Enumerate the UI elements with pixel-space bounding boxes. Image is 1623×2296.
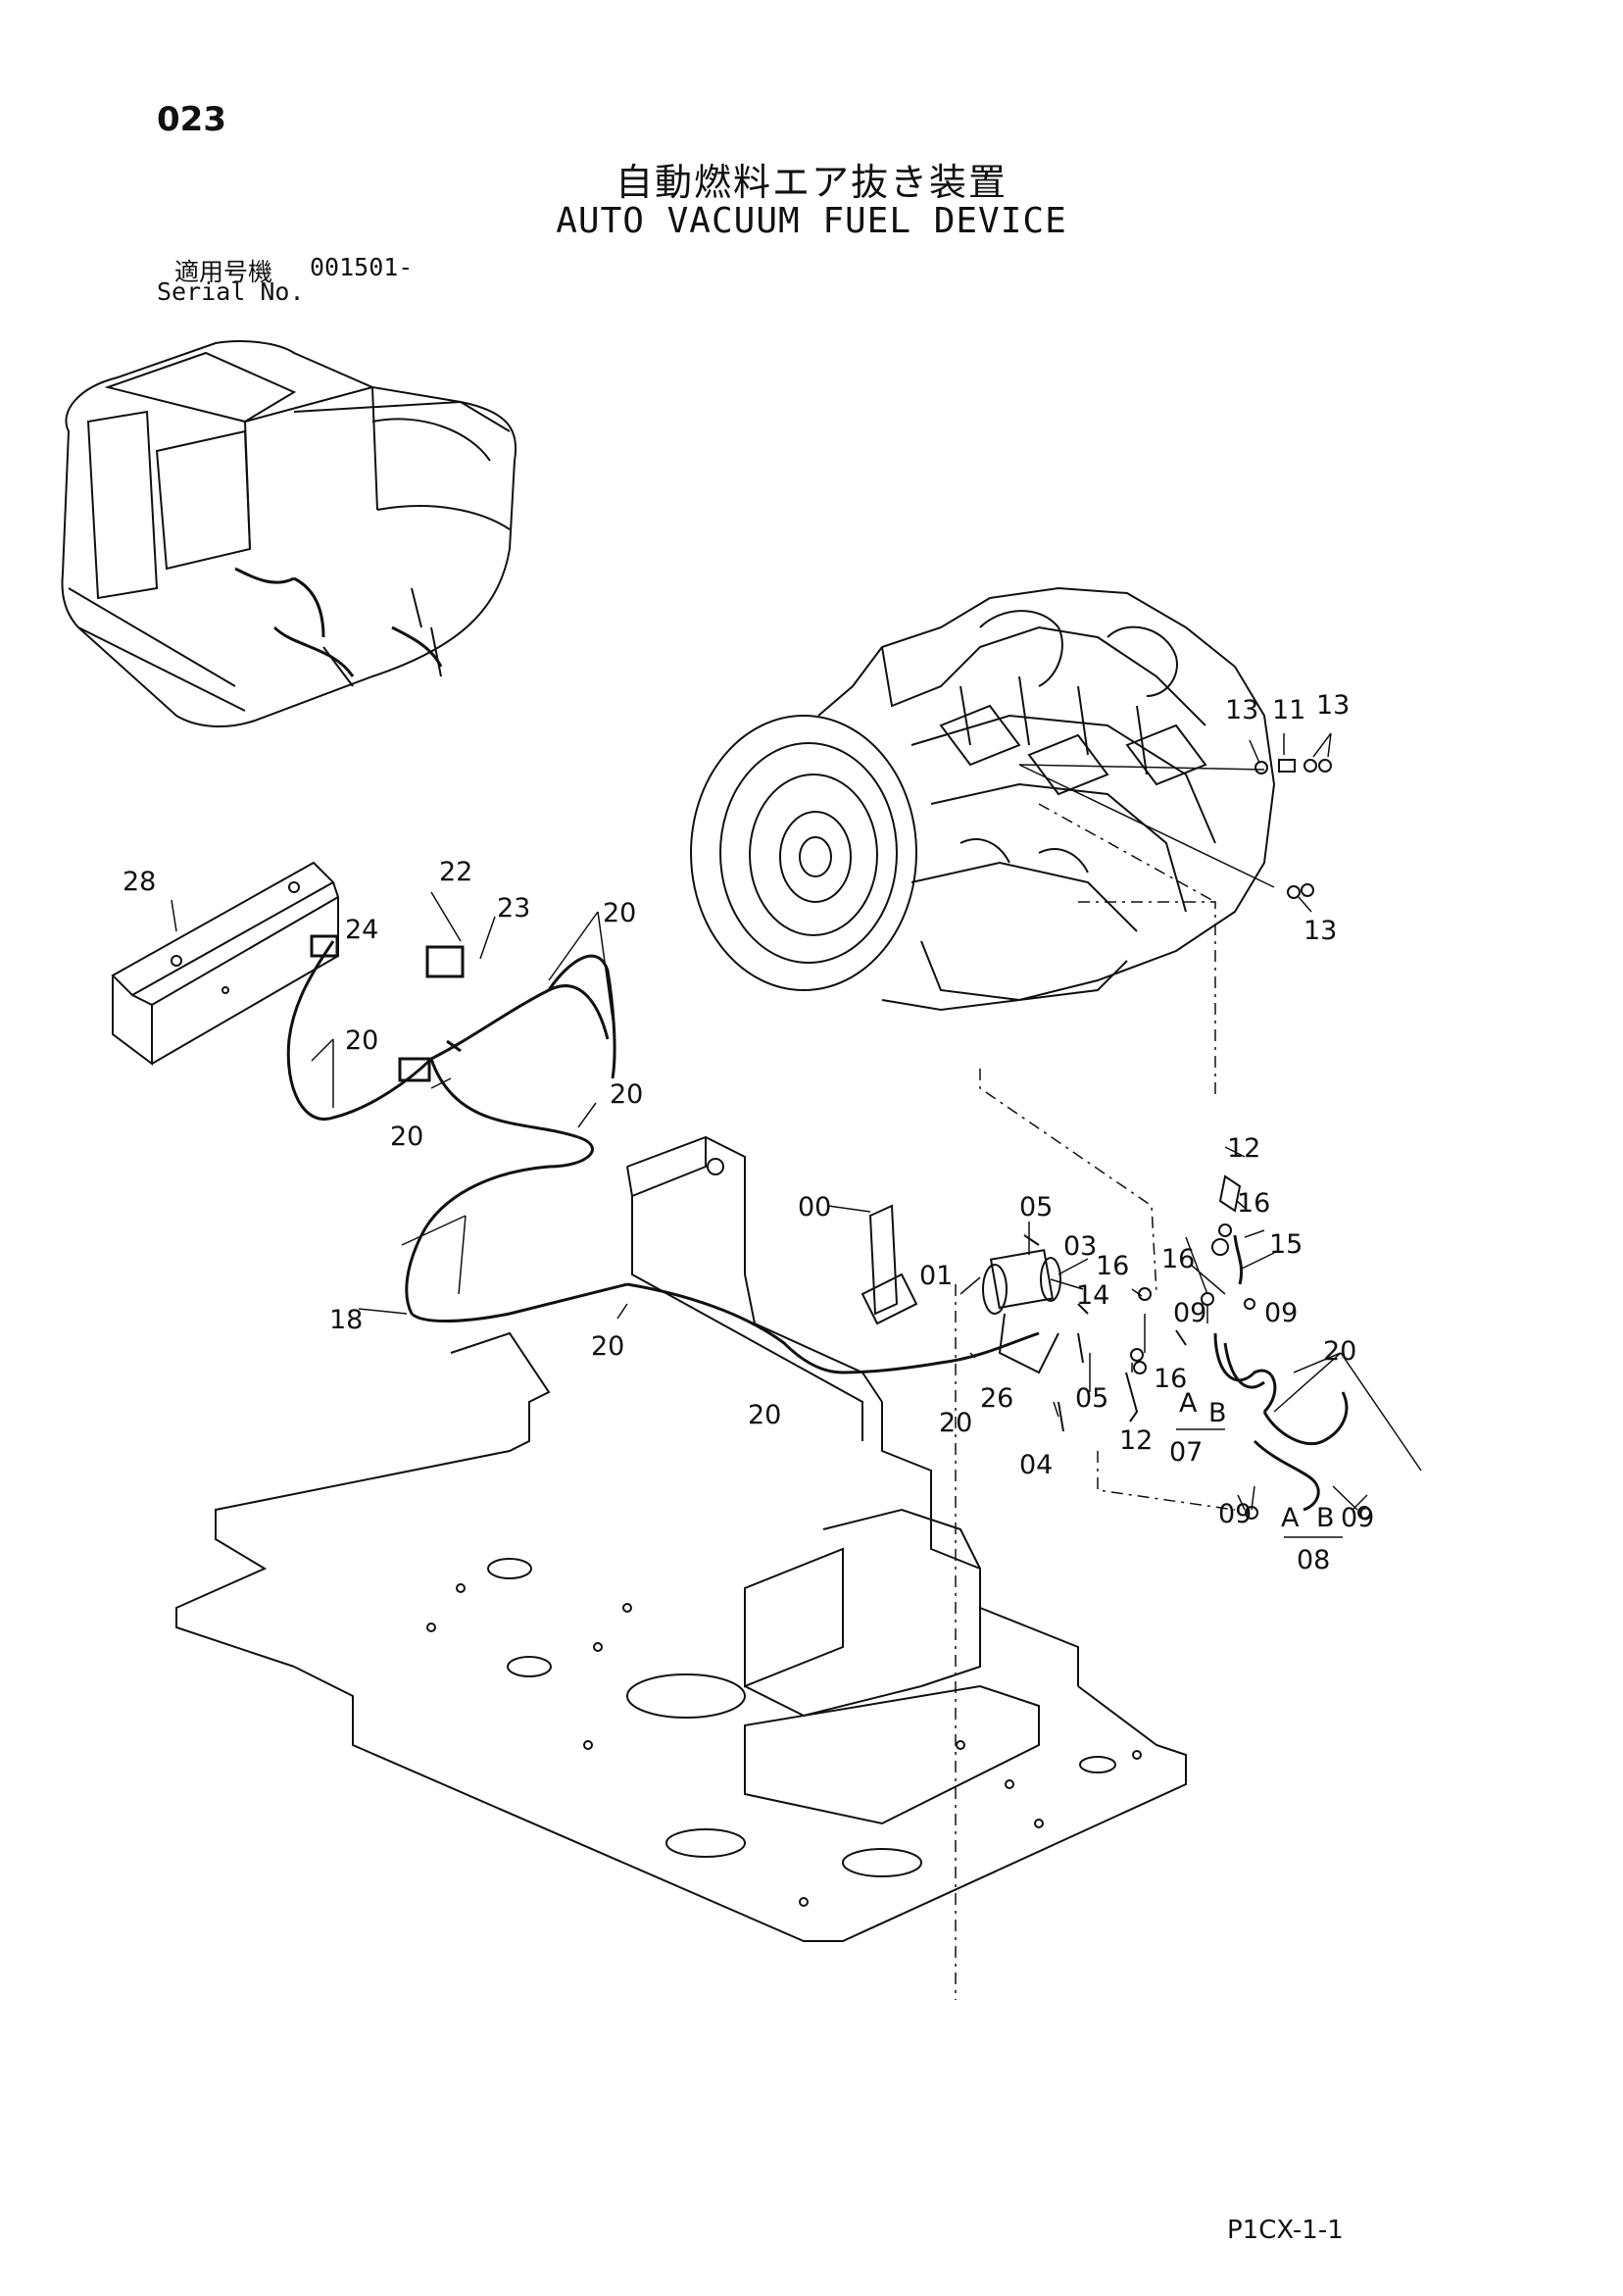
callout-label: 11	[1272, 695, 1305, 725]
callout-label: 13	[1303, 916, 1337, 946]
callout-label: 16	[1161, 1244, 1195, 1274]
callout-label: 20	[390, 1122, 423, 1152]
page-number: 023	[157, 100, 226, 139]
machine-frame-illustration	[175, 1135, 1187, 1942]
callout-label: 24	[345, 915, 378, 945]
callout-label: 20	[939, 1408, 972, 1438]
excavator-overview-illustration	[61, 340, 517, 728]
callout-label: 26	[980, 1383, 1013, 1414]
callout-label: 05	[1019, 1192, 1053, 1223]
fuel-pump-illustration	[861, 1204, 1089, 1432]
callout-label: 20	[345, 1025, 378, 1056]
callout-label: 09	[1264, 1298, 1298, 1328]
callout-label: 13	[1316, 690, 1350, 721]
callout-label: 16	[1096, 1251, 1129, 1281]
callout-label: 12	[1227, 1133, 1260, 1164]
callout-label: 07	[1169, 1437, 1203, 1468]
callout-label: 28	[123, 867, 156, 897]
callout-label: 16	[1154, 1364, 1187, 1394]
sheet-code: P1CX-1-1	[1227, 2216, 1344, 2245]
callout-label: A	[1281, 1503, 1300, 1533]
callout-label: B	[1208, 1398, 1227, 1428]
leader-lines	[171, 732, 1422, 2000]
callout-label: 20	[1323, 1336, 1356, 1367]
fittings-illustration	[1125, 759, 1371, 1520]
fuel-hose-illustration	[1213, 1234, 1349, 1512]
callout-label: 22	[439, 857, 472, 887]
wire-harness-illustration	[286, 934, 1040, 1374]
callout-labels: 13 11 13 13 28 22 23 20 24 20 20 20 12 1…	[123, 690, 1374, 1575]
callout-label: 23	[497, 893, 530, 923]
serial-label: Serial No.	[157, 277, 305, 306]
callout-label: 09	[1173, 1298, 1206, 1328]
page-title: AUTO VACUUM FUEL DEVICE	[556, 201, 1067, 241]
callout-label: 20	[748, 1400, 781, 1430]
callout-label: 01	[919, 1261, 953, 1291]
callout-label: 04	[1019, 1450, 1053, 1480]
callout-label: 15	[1269, 1229, 1303, 1260]
callout-label: 13	[1225, 695, 1258, 725]
callout-label: 14	[1076, 1280, 1109, 1311]
callout-label: 12	[1119, 1425, 1153, 1456]
callout-label: 20	[603, 898, 636, 928]
callout-label: 20	[610, 1079, 643, 1110]
callout-label: 09	[1341, 1503, 1374, 1533]
serial-label-japanese: 適用号機	[174, 258, 273, 286]
callout-label: 16	[1237, 1188, 1270, 1219]
page-title-japanese: 自動燃料エア抜き装置	[615, 161, 1008, 204]
callout-label: 08	[1297, 1545, 1330, 1575]
callout-label: 09	[1218, 1499, 1252, 1529]
serial-number-value: 001501-	[310, 253, 414, 281]
callout-label: 05	[1075, 1383, 1108, 1414]
callout-label: 03	[1063, 1231, 1097, 1262]
engine-assembly-illustration	[690, 586, 1276, 1012]
callout-label: 20	[591, 1331, 624, 1362]
callout-label: 00	[798, 1192, 831, 1223]
callout-label: B	[1316, 1503, 1335, 1533]
callout-label: 18	[329, 1305, 363, 1335]
callout-label: A	[1179, 1388, 1198, 1419]
